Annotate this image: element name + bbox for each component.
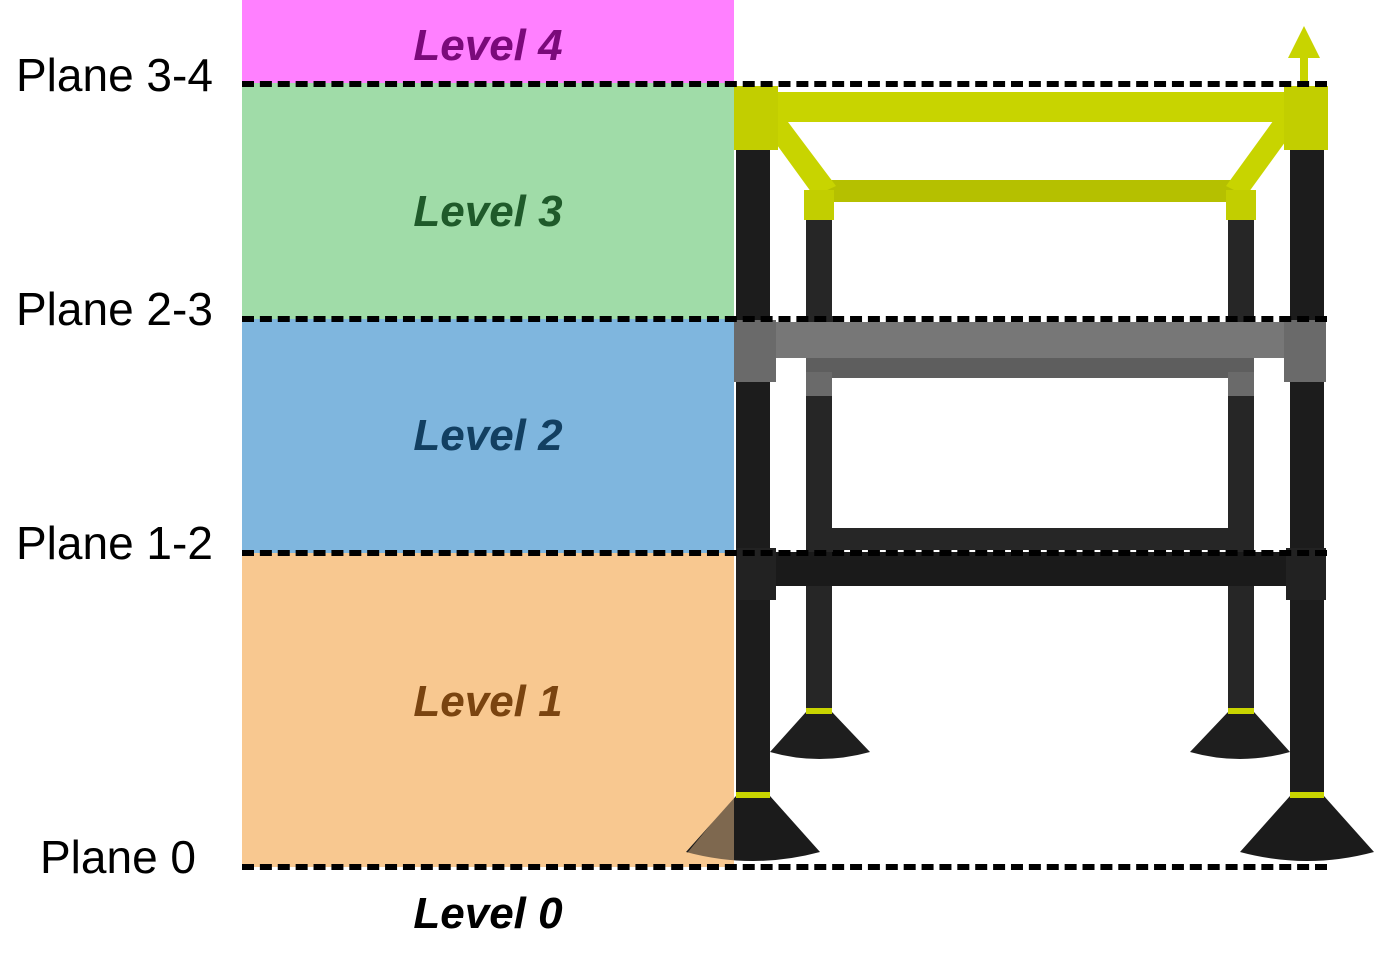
level-3-band xyxy=(242,83,734,319)
front-right-post xyxy=(1290,150,1324,800)
back-left-post xyxy=(806,210,832,750)
plane-2-3-label: Plane 2-3 xyxy=(16,283,213,335)
top-antenna-cone xyxy=(1288,26,1320,58)
front-left-foot xyxy=(686,796,820,861)
plane-3-4-line xyxy=(242,81,1327,87)
plane-1-2-line xyxy=(242,550,1327,556)
plane-2-3-line xyxy=(242,316,1327,322)
plane-1-2-label: Plane 1-2 xyxy=(16,517,213,569)
top-back-rail xyxy=(810,180,1250,202)
plane-0-label: Plane 0 xyxy=(40,831,197,883)
mid-front-rail xyxy=(736,322,1324,358)
back-right-foot xyxy=(1190,712,1290,759)
back-right-post xyxy=(1228,210,1254,750)
level-0-label: Level 0 xyxy=(413,889,563,938)
level-1-band xyxy=(242,553,734,867)
plane-3-4-label: Plane 3-4 xyxy=(16,49,213,101)
low-back-rail xyxy=(806,528,1254,550)
level-4-band xyxy=(242,0,734,83)
top-front-rail xyxy=(740,92,1324,122)
level-4-label: Level 4 xyxy=(413,21,563,70)
plane-0-line xyxy=(242,864,1327,870)
level-1-label: Level 1 xyxy=(413,677,563,726)
front-right-foot xyxy=(1240,796,1374,861)
low-front-rail xyxy=(736,552,1324,586)
level-3-label: Level 3 xyxy=(413,187,563,236)
front-left-post xyxy=(736,150,770,800)
level-2-label: Level 2 xyxy=(413,411,563,460)
top-antenna-stem xyxy=(1300,56,1308,88)
level-2-band xyxy=(242,319,734,553)
back-left-foot xyxy=(770,712,870,759)
